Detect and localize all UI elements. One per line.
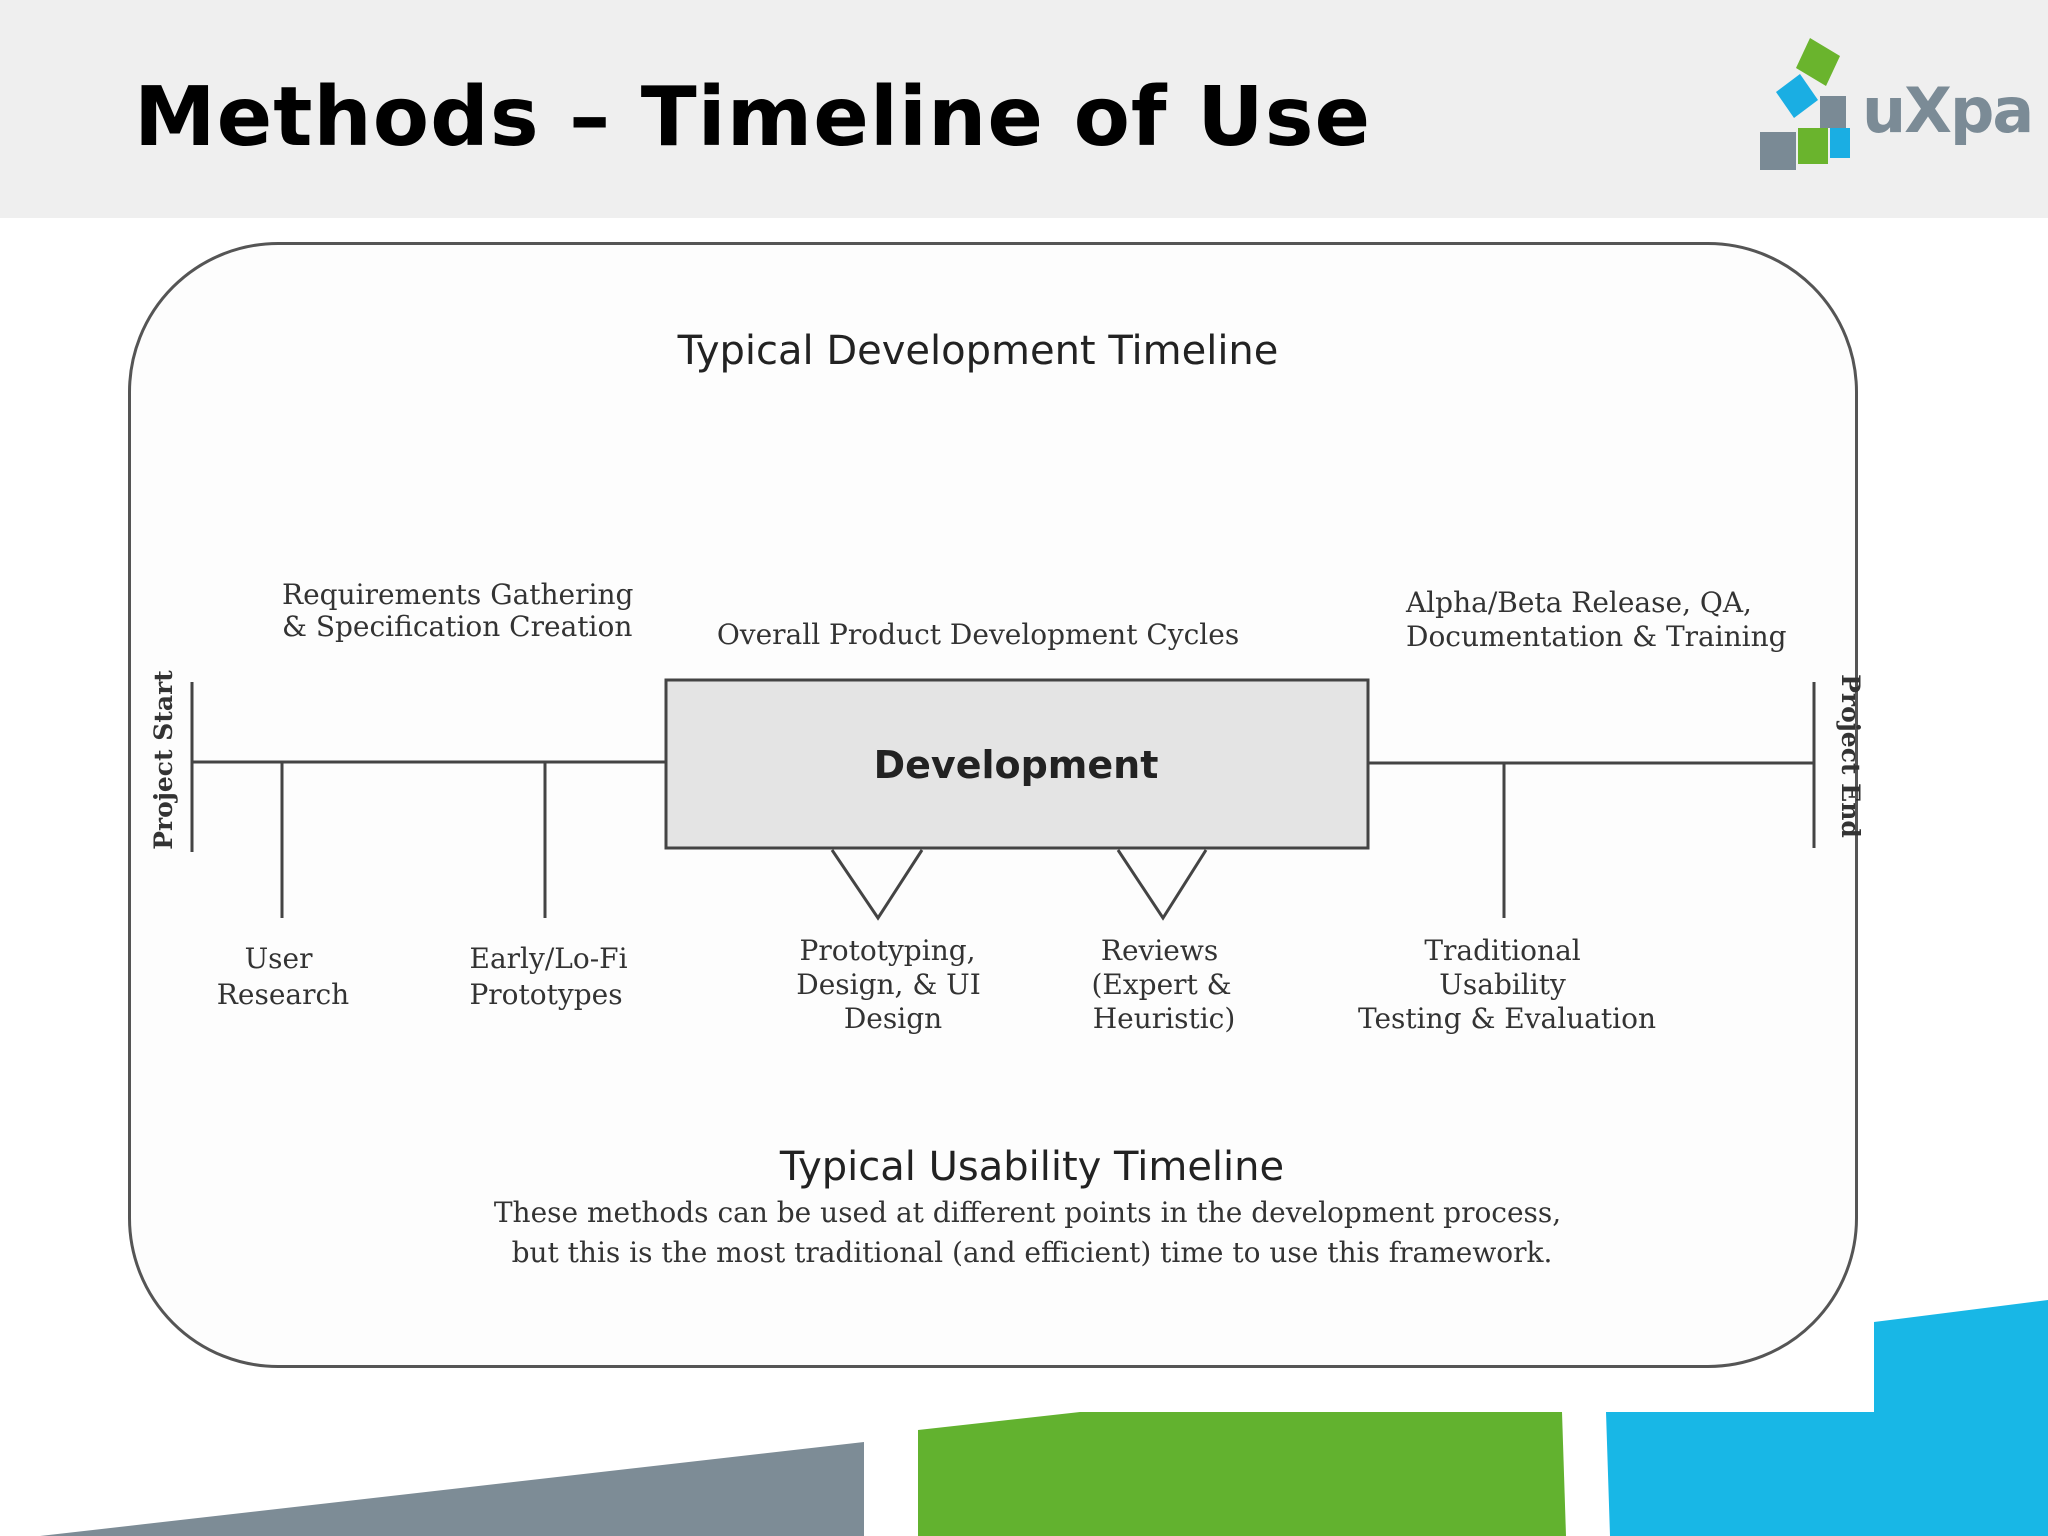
project-end-label: Project End <box>1836 674 1865 838</box>
logo-green-square <box>1796 38 1840 86</box>
user-research-label: User Research <box>217 942 349 1011</box>
logo-blue-block <box>1830 128 1850 158</box>
requirements-label: Requirements Gathering & Specification C… <box>282 578 642 643</box>
logo-blue-square <box>1776 74 1818 118</box>
header-bar <box>0 0 2048 218</box>
caption: These methods can be used at different p… <box>494 1196 1570 1269</box>
footer-green-shape <box>918 1412 1566 1536</box>
pointer-prototyping <box>830 849 924 921</box>
prototyping-label: Prototyping, Design, & UI Design <box>796 934 990 1035</box>
project-start-label: Project Start <box>149 670 178 850</box>
product-cycles-label: Overall Product Development Cycles <box>717 618 1239 651</box>
footer-gray-shape <box>40 1442 864 1536</box>
development-label: Development <box>874 743 1159 787</box>
logo-text: uXpa <box>1862 74 2034 147</box>
development-timeline-title: Typical Development Timeline <box>677 328 1279 374</box>
logo-gray-block-right <box>1820 96 1846 128</box>
footer-blue-shape <box>1606 1300 2048 1536</box>
prototypes-label: Early/Lo-Fi Prototypes <box>469 942 636 1011</box>
uxpa-logo-mark <box>1760 38 1850 170</box>
slide-title: Methods – Timeline of Use <box>134 70 1372 165</box>
uxpa-logo: uXpa <box>1752 34 2034 184</box>
release-label: Alpha/Beta Release, QA, Documentation & … <box>1405 586 1787 653</box>
usability-timeline-title: Typical Usability Timeline <box>779 1144 1284 1190</box>
logo-gray-block-left <box>1760 132 1796 170</box>
reviews-label: Reviews (Expert & Heuristic) <box>1091 934 1240 1035</box>
logo-green-block <box>1798 128 1828 164</box>
pointer-reviews <box>1116 849 1208 921</box>
usability-testing-label: Traditional Usability Testing & Evaluati… <box>1358 934 1656 1035</box>
development-box <box>664 678 1370 850</box>
